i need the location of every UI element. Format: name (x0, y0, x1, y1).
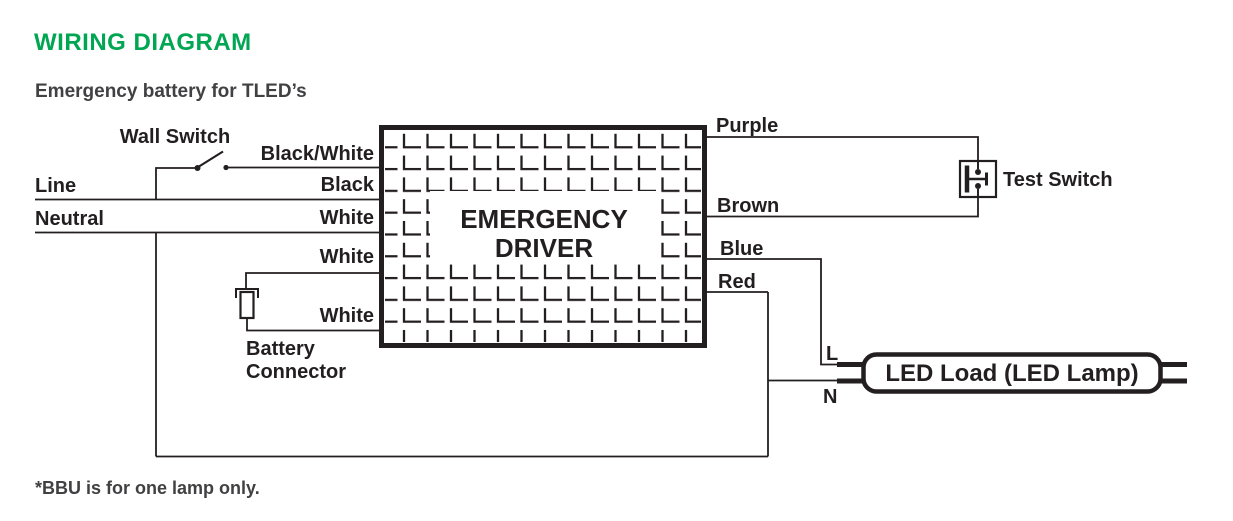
led-load-label: LED Load (LED Lamp) (885, 360, 1138, 387)
wire-label-brown: Brown (717, 195, 779, 217)
neutral-label: Neutral (35, 208, 104, 230)
connector-bracket (235, 288, 259, 298)
wall-switch-label: Wall Switch (120, 126, 230, 148)
white-top-wire (245, 272, 379, 289)
test-switch-contact-bottom (975, 183, 981, 189)
led-lamp: LED Load (LED Lamp) (837, 352, 1187, 394)
lamp-n-label: N (823, 386, 837, 408)
wire-label-white-3: White (320, 305, 374, 327)
switch-feed-wire (155, 167, 196, 200)
driver-label-line2: DRIVER (495, 233, 593, 263)
switch-contact-right (223, 164, 229, 171)
white-bottom-wire (246, 318, 379, 332)
wire-label-red: Red (718, 271, 756, 293)
wire-label-black: Black (321, 174, 375, 196)
page-subtitle: Emergency battery for TLED’s (35, 81, 307, 102)
battery-connector-label-1: Battery (246, 338, 316, 360)
battery-connector-label-2: Connector (246, 361, 346, 383)
footnote-text: *BBU is for one lamp only. (35, 478, 260, 498)
battery-connector-symbol (235, 288, 259, 320)
test-switch-symbol (958, 159, 998, 199)
purple-wire (707, 136, 979, 169)
wires (35, 136, 979, 458)
wire-label-white-2: White (320, 246, 374, 268)
wire-label-white-1: White (320, 207, 374, 229)
line-label: Line (35, 175, 76, 197)
connector-body (239, 290, 255, 320)
led-lamp-box (861, 352, 1163, 394)
lamp-l-label: L (826, 343, 838, 365)
driver-label-line1: EMERGENCY (460, 204, 628, 234)
brown-wire (707, 189, 979, 218)
wire-label-blue: Blue (720, 238, 763, 260)
test-switch-contact-top (975, 169, 981, 175)
driver-label-backing (430, 191, 658, 263)
page-title: WIRING DIAGRAM (34, 29, 252, 56)
test-switch-label: Test Switch (1003, 169, 1113, 191)
switch-blade (198, 150, 224, 168)
wire-label-black-white: Black/White (261, 143, 374, 165)
emergency-driver: EMERGENCY DRIVER (379, 125, 707, 348)
wall-switch-symbol (194, 150, 229, 171)
blue-wire (707, 258, 840, 366)
wire-label-purple: Purple (716, 115, 778, 137)
